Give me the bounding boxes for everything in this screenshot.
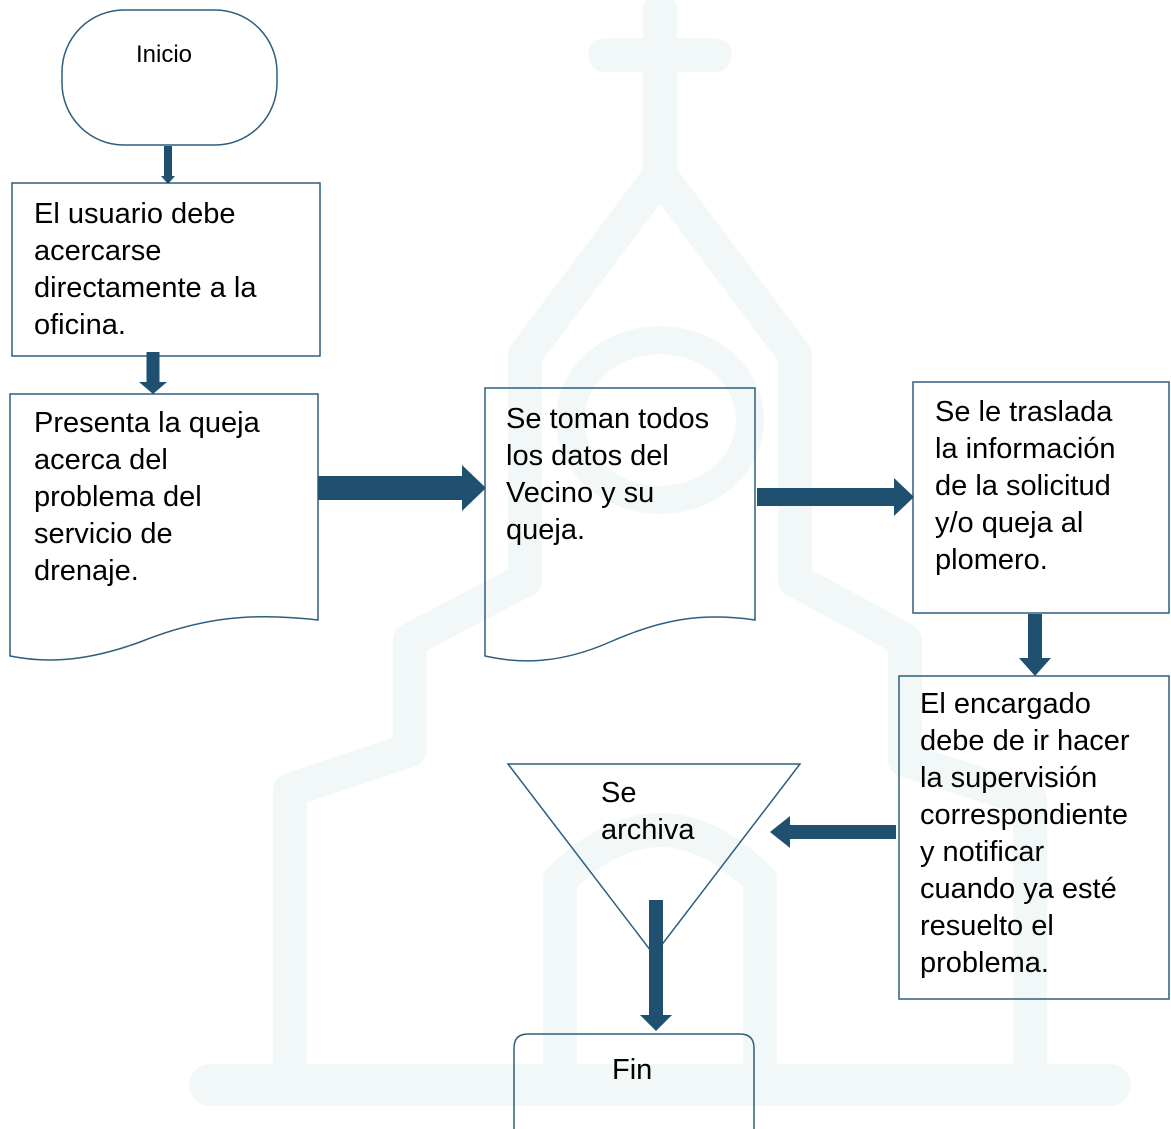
encargado-label: El encargado debe de ir hacer la supervi… bbox=[920, 688, 1130, 979]
presenta-label: Presenta la queja acerca del problema de… bbox=[34, 407, 260, 587]
arrow-inicio-to-usuario bbox=[161, 146, 175, 184]
usuario-process-box bbox=[11, 182, 321, 357]
fin-label: Fin bbox=[612, 1054, 653, 1086]
traslada-label: Se le traslada la información de la soli… bbox=[935, 396, 1116, 576]
archiva-label: Se archiva bbox=[601, 777, 695, 846]
fin-terminator bbox=[513, 1033, 755, 1129]
arrow-usuario-to-presenta bbox=[139, 352, 167, 394]
presenta-document-shape bbox=[9, 393, 319, 661]
datos-document-shape bbox=[484, 387, 756, 662]
arrow-encargado-to-archiva bbox=[770, 816, 896, 848]
archiva-triangle bbox=[506, 763, 802, 957]
arrow-datos-to-traslada bbox=[757, 478, 914, 516]
church-watermark bbox=[189, 0, 1131, 1106]
encargado-process-box bbox=[898, 675, 1170, 1000]
inicio-label: Inicio bbox=[136, 41, 193, 68]
arrow-traslada-to-encargado bbox=[1019, 614, 1051, 676]
usuario-label: El usuario debe acercarse directamente a… bbox=[34, 198, 257, 341]
inicio-terminator bbox=[61, 9, 278, 146]
arrow-presenta-to-datos bbox=[318, 465, 486, 511]
datos-label: Se toman todos los datos del Vecino y su… bbox=[506, 403, 710, 546]
arrow-archiva-to-fin bbox=[640, 900, 672, 1031]
